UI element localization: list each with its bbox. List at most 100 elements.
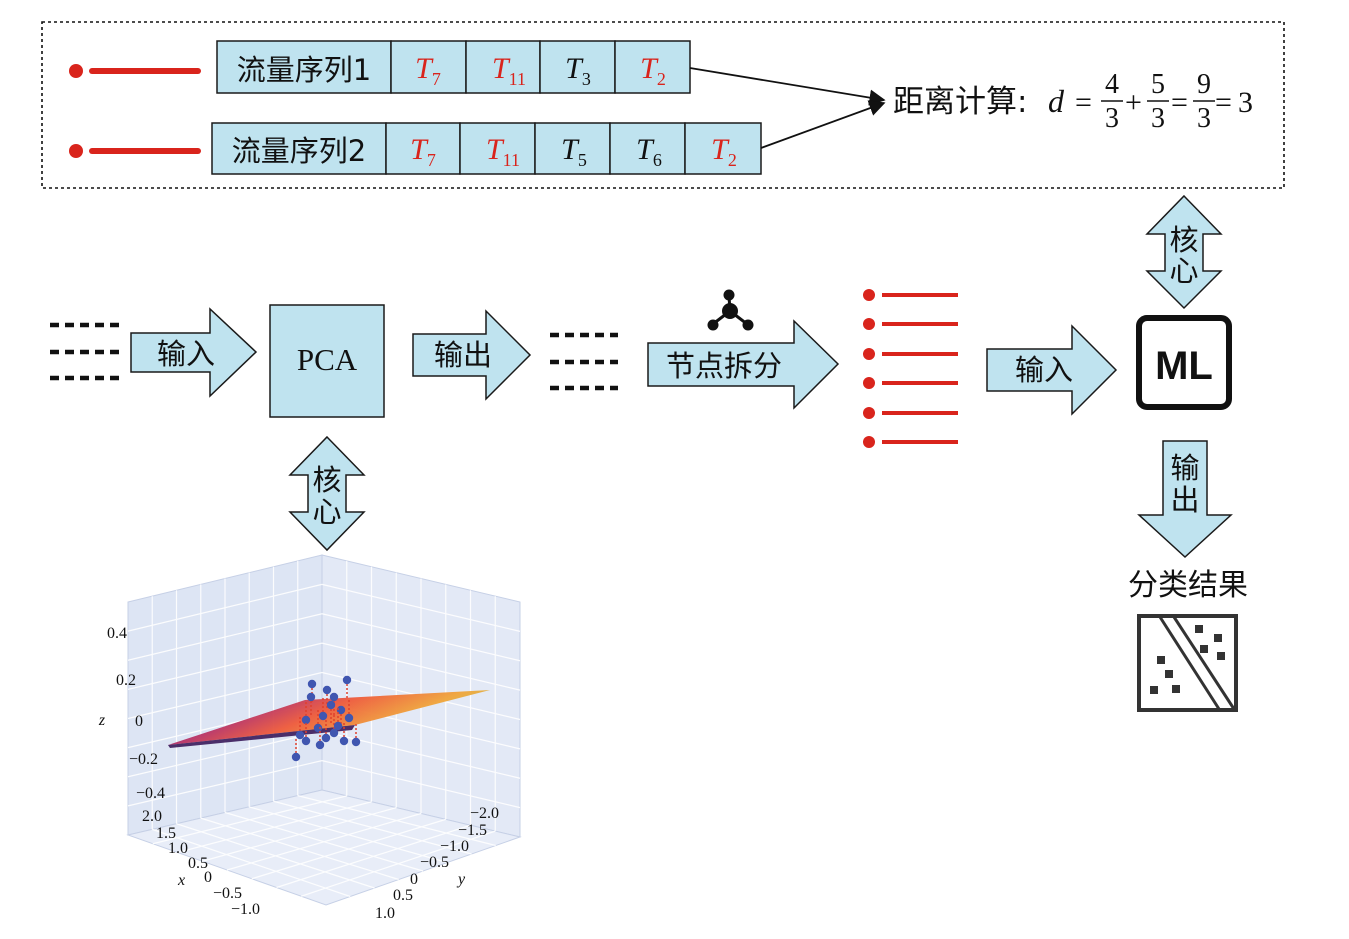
token: T2 xyxy=(711,133,737,170)
data-point xyxy=(295,730,305,740)
grid-line xyxy=(276,824,471,889)
token: T11 xyxy=(486,133,520,170)
grid-line xyxy=(226,812,422,871)
token-box xyxy=(534,122,611,175)
arrow-seq1-to-distance xyxy=(689,67,886,106)
token: T7 xyxy=(415,52,441,89)
x-tick: 0.5 xyxy=(188,855,208,872)
token: T6 xyxy=(636,133,662,170)
data-point xyxy=(313,723,323,733)
data-point xyxy=(329,728,339,738)
ml-output-arrow: 输 出 xyxy=(1137,440,1233,559)
data-point xyxy=(336,705,346,715)
data-point xyxy=(301,715,311,725)
fraction-3-numerator: 9 xyxy=(1197,69,1211,100)
arrow-seq2-to-distance xyxy=(760,100,886,149)
ml-label: ML xyxy=(1155,344,1213,388)
x-axis-label: x xyxy=(177,872,185,889)
data-point xyxy=(344,713,354,723)
y-axis-label: y xyxy=(456,871,466,888)
node-graph-icon xyxy=(707,289,754,331)
equals-sign: = xyxy=(1215,86,1232,119)
ml-core-char-1: 核 xyxy=(1169,223,1198,257)
token-box xyxy=(465,40,541,94)
pca-block: PCA xyxy=(269,304,385,418)
grid-line xyxy=(321,760,521,809)
dotted-border xyxy=(41,21,1285,189)
classification-result-label: 分类结果 xyxy=(1128,568,1248,603)
pca-plane-edge xyxy=(168,725,355,748)
data-point xyxy=(339,736,349,746)
sequence-1-marker xyxy=(69,64,201,78)
sequence-2-row: 流量序列2 T7 T11 T5 T6 T2 xyxy=(211,122,762,175)
data-point xyxy=(329,692,339,702)
ml-output-char-1: 输 xyxy=(1170,451,1199,485)
grid-line xyxy=(251,818,446,880)
token: T7 xyxy=(410,133,436,170)
classification-scatter-icon xyxy=(1137,614,1238,712)
z-tick: −0.2 xyxy=(129,751,158,768)
distance-formula: 距离计算: d = 4 3 + 5 3 = 9 3 = 3 xyxy=(893,69,1253,134)
z-tick: 0 xyxy=(135,713,143,730)
split-sequence-list xyxy=(863,289,958,448)
pca-core-char-1: 核 xyxy=(312,463,341,497)
ml-block: ML xyxy=(1136,315,1232,410)
ml-core-arrow: 核 心 xyxy=(1145,194,1223,310)
data-point xyxy=(326,700,336,710)
y-tick: −2.0 xyxy=(470,805,499,822)
input-arrow: 输入 xyxy=(130,307,258,398)
output-arrow: 输出 xyxy=(412,309,532,401)
equals-sign: = xyxy=(1075,86,1092,119)
pca-3d-plot: 0.4 0.2 0 −0.2 −0.4 z 2.0 1.5 1.0 0.5 0 … xyxy=(98,554,522,922)
data-point xyxy=(306,692,316,702)
token: T5 xyxy=(561,133,587,170)
pca-core-arrow: 核 心 xyxy=(288,435,366,552)
token-box xyxy=(390,40,467,94)
grid-line xyxy=(297,795,496,847)
x-tick: 2.0 xyxy=(142,808,162,825)
input-arrow-label: 输入 xyxy=(157,337,215,371)
sequence-2-marker xyxy=(69,144,201,158)
plot-floor xyxy=(126,789,522,906)
token-box xyxy=(459,122,536,175)
ml-core-char-2: 心 xyxy=(1169,254,1198,288)
y-tick: 0.5 xyxy=(393,887,413,904)
fraction-3-denominator: 3 xyxy=(1197,103,1211,134)
data-point xyxy=(291,752,301,762)
data-point xyxy=(307,679,317,689)
data-point xyxy=(342,675,352,685)
grid-line xyxy=(249,806,448,864)
pca-label: PCA xyxy=(297,342,358,377)
data-point xyxy=(301,736,311,746)
y-tick: −1.5 xyxy=(458,822,487,839)
token: T3 xyxy=(565,52,591,89)
sequence-1-label-box xyxy=(216,40,392,94)
z-axis-label: z xyxy=(98,712,106,729)
output-arrow-label: 输出 xyxy=(434,338,492,372)
input-dashes xyxy=(50,322,120,381)
x-tick: 1.5 xyxy=(156,825,176,842)
y-tick: −1.0 xyxy=(440,838,469,855)
token-box xyxy=(609,122,686,175)
sequence-panel: 流量序列1 T7 T11 T3 T2 流量序列2 T7 T11 T5 T6 T2 xyxy=(41,21,1285,189)
sequence-1-row: 流量序列1 T7 T11 T3 T2 xyxy=(216,40,691,94)
sequence-2-label: 流量序列2 xyxy=(232,134,366,168)
plus-sign: + xyxy=(1125,86,1142,119)
x-tick: −0.5 xyxy=(213,885,242,902)
token-box xyxy=(385,122,461,175)
distance-variable: d xyxy=(1048,83,1065,119)
equals-sign: = xyxy=(1171,86,1188,119)
ml-output-char-2: 出 xyxy=(1170,483,1199,517)
data-point xyxy=(333,721,343,731)
sequence-1-label: 流量序列1 xyxy=(237,53,371,87)
grid-line xyxy=(127,760,323,807)
token: T11 xyxy=(492,52,526,89)
z-tick: −0.4 xyxy=(136,785,165,802)
distance-label: 距离计算: xyxy=(893,84,1027,120)
distance-result: 3 xyxy=(1238,86,1253,119)
fraction-2-numerator: 5 xyxy=(1151,69,1165,100)
y-tick: −0.5 xyxy=(420,854,449,871)
sequence-2-label-box xyxy=(211,122,387,175)
y-tick: 1.0 xyxy=(375,905,395,922)
fraction-1-denominator: 3 xyxy=(1105,103,1119,134)
